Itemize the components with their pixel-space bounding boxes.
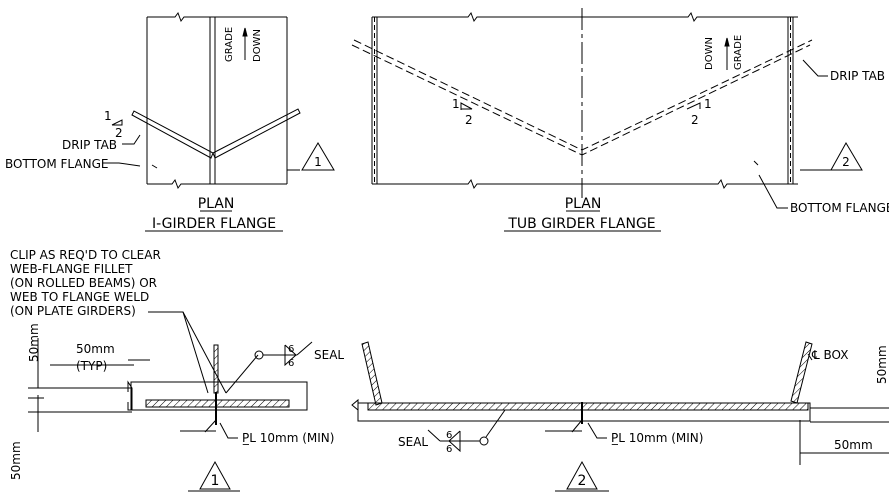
- plan2-bottom-flange-leader: [758, 174, 788, 209]
- weld-top-size: 6: [288, 344, 294, 355]
- plan2-flange-tick: [753, 160, 759, 166]
- plan1-drip-tab-label: DRIP TAB: [62, 138, 117, 152]
- break-line-top: [147, 11, 287, 23]
- plan1-title: PLAN: [198, 196, 235, 212]
- weld-fillet-symbol: [284, 344, 297, 367]
- note-leader-b: [182, 311, 227, 394]
- drip-tab-leader: [122, 134, 141, 145]
- section-triangle-2: [830, 141, 863, 171]
- break-line-bottom: [147, 178, 287, 190]
- d2-weld-top-size: 6: [446, 430, 452, 441]
- grade-arrow-head: [242, 27, 248, 37]
- d2-dim-50-edge-label: 50mm: [875, 345, 889, 384]
- plan1-grade-label: GRADE: [224, 27, 235, 62]
- section-triangle-d1: [199, 460, 231, 490]
- plan2-subtitle: TUB GIRDER FLANGE: [507, 216, 655, 232]
- d2-dim-50-label: 50mm: [834, 438, 873, 452]
- plan1-slope-den: 2: [115, 126, 123, 140]
- dim-typ-label: (TYP): [76, 359, 107, 373]
- d2-weld-leader: [485, 409, 506, 438]
- plan2-drip-tab-label: DRIP TAB: [830, 69, 885, 83]
- cl-box-mark: [807, 353, 813, 361]
- plan2-break-top: [372, 11, 798, 23]
- d2-weld-tail: [427, 429, 441, 442]
- plan1-subtitle: I-GIRDER FLANGE: [152, 216, 276, 232]
- plan2-slope-right-den: 2: [691, 113, 699, 127]
- plan1-ref-number: 1: [314, 155, 322, 169]
- note-line-1: CLIP AS REQ'D TO CLEAR: [10, 248, 161, 262]
- note-line-5: (ON PLATE GIRDERS): [10, 304, 136, 318]
- note-text: CLIP AS REQ'D TO CLEAR WEB-FLANGE FILLET…: [10, 248, 161, 318]
- plate-outline: [130, 381, 308, 411]
- weld-bot-size: 6: [288, 358, 294, 369]
- note-leader-a: [148, 311, 209, 394]
- d2-web-right: [790, 341, 813, 404]
- bottom-flange-leader: [107, 162, 141, 167]
- note-line-2: WEB-FLANGE FILLET: [10, 262, 133, 276]
- d2-weld-fillet: [448, 430, 461, 453]
- flange-hatch: [145, 399, 290, 408]
- seal-label-d1: SEAL: [314, 348, 344, 362]
- note-line-4: WEB TO FLANGE WELD: [10, 290, 149, 304]
- plan-i-girder: [107, 11, 335, 232]
- d2-web-left: [361, 341, 383, 406]
- section-triangle-1: [301, 142, 335, 171]
- section-triangle-d2: [566, 460, 598, 490]
- plan2-slope-left-den: 2: [465, 113, 473, 127]
- cut-symbol: [204, 419, 217, 433]
- d2-plate-leader: [587, 422, 607, 439]
- d2-cut-symbol: [571, 419, 583, 433]
- plan2-grade-label: GRADE: [733, 35, 744, 70]
- weld-tail: [296, 341, 313, 356]
- plan1-slope-num: 1: [104, 109, 112, 123]
- plan2-break-bottom: [372, 178, 798, 190]
- slope-symbol-left: [460, 102, 473, 110]
- dim-50-vert-label: 50mm: [27, 323, 41, 362]
- plan2-slope-right-num: 1: [704, 97, 712, 111]
- plate-leader: [219, 422, 238, 439]
- web-plate: [213, 344, 219, 394]
- plate-label-d2: P̲L 10mm (MIN): [611, 431, 704, 445]
- plan2-slope-left-num: 1: [452, 97, 460, 111]
- d2-weld-circle: [479, 436, 489, 446]
- slope-symbol-right: [686, 102, 701, 110]
- plan2-title: PLAN: [565, 196, 602, 212]
- weld-all-around-circle: [254, 350, 264, 360]
- seal-label-d2: SEAL: [398, 435, 428, 449]
- cl-box-label: ℄ BOX: [811, 348, 848, 362]
- plan2-grade-arrow-head: [724, 37, 730, 47]
- d2-weld-bot-size: 6: [446, 444, 452, 455]
- plan2-bottom-flange-label: BOTTOM FLANGE: [790, 201, 889, 215]
- plate-label-d1: P̲L 10mm (MIN): [242, 431, 335, 445]
- note-line-3: (ON ROLLED BEAMS) OR: [10, 276, 157, 290]
- detail1-ref-number: 1: [211, 473, 220, 489]
- plan1-bottom-flange-label: BOTTOM FLANGE: [5, 157, 108, 171]
- plate-break-left: [127, 380, 133, 411]
- drip-tab-right: [212, 108, 301, 159]
- plan2-drip-tab-leader: [802, 59, 828, 77]
- dim-50-typ-label: 50mm: [76, 342, 115, 356]
- plan1-down-label: DOWN: [252, 29, 263, 62]
- flange-tick: [151, 164, 158, 169]
- d2-flange-hatch: [367, 402, 809, 411]
- drip-tab-left: [131, 110, 214, 159]
- detail2-ref-number: 2: [578, 473, 587, 489]
- drip-tab-dashed-a: [351, 44, 811, 156]
- plan2-down-label: DOWN: [704, 37, 715, 70]
- dim-50-lower-label: 50mm: [9, 441, 23, 480]
- weld-leader: [225, 354, 259, 394]
- drip-tab-dashed-b: [353, 39, 813, 151]
- plan-tub-girder: [351, 8, 863, 232]
- plan2-ref-number: 2: [842, 155, 850, 169]
- detail-1: [28, 311, 313, 492]
- detail-2: [351, 341, 889, 492]
- d2-break-left: [351, 398, 359, 411]
- slope-symbol-1: [111, 119, 123, 126]
